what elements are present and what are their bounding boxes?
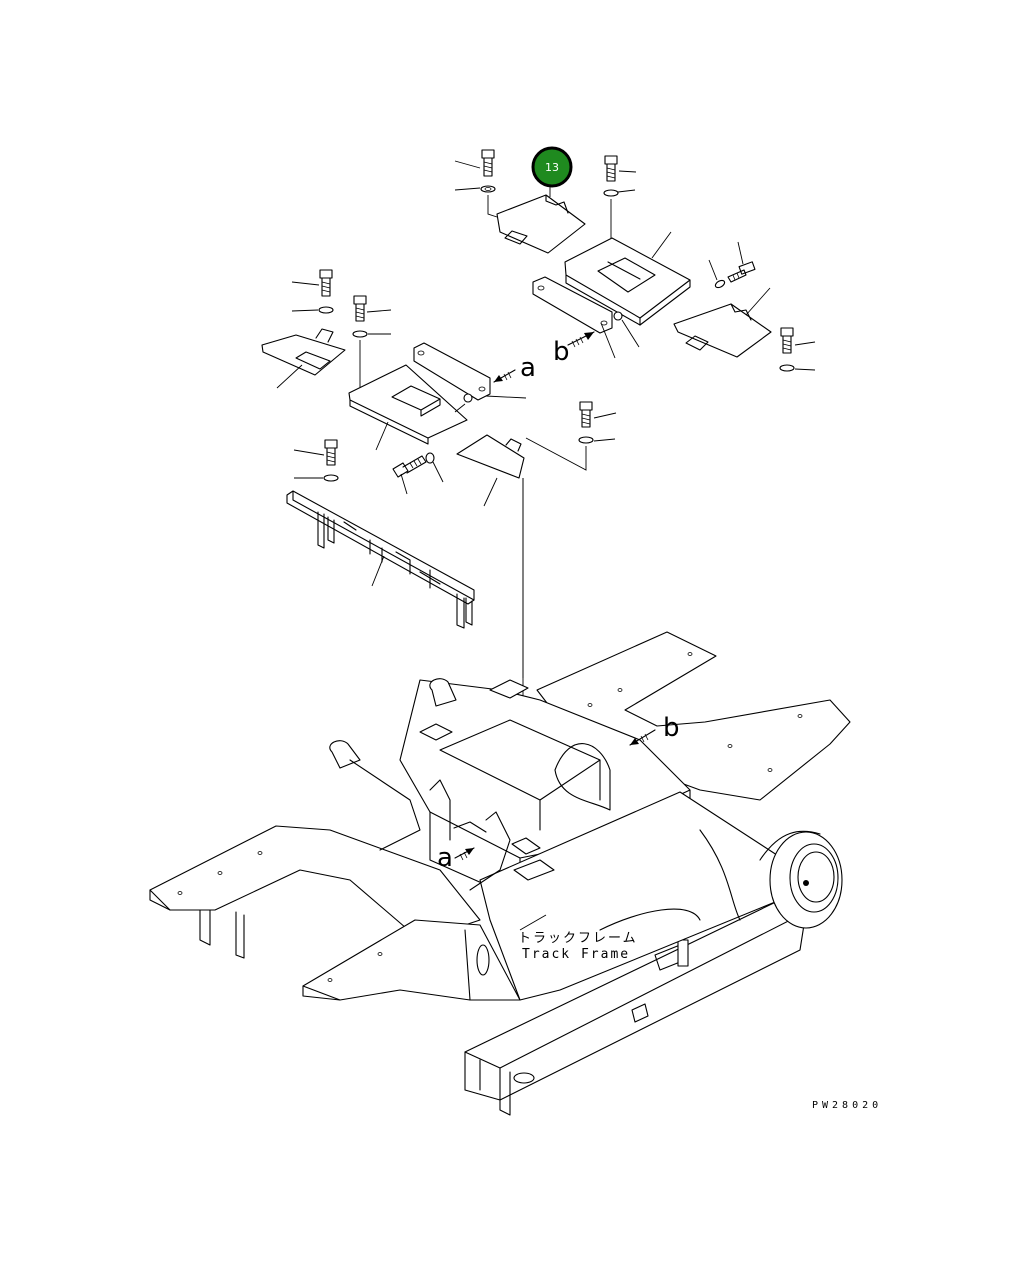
ref-letter-b-lower: b <box>663 713 680 743</box>
bolt-rail <box>293 439 339 482</box>
callout-number: 13 <box>545 161 559 174</box>
left-main-cover <box>348 364 468 451</box>
bolt-top-right <box>603 155 637 250</box>
bolt-left-1 <box>291 269 334 314</box>
bolt-right-side <box>708 241 756 289</box>
arrow-b-upper: b <box>553 331 595 367</box>
caption-english: Track Frame <box>522 947 630 962</box>
callout-13-badge[interactable]: 13 <box>531 146 573 188</box>
center-small-plate <box>456 434 525 678</box>
caption-japanese: トラックフレーム <box>518 931 638 946</box>
hinge-bar-left <box>413 342 527 413</box>
hinge-bar-right <box>532 276 640 359</box>
bolt-left-2 <box>352 295 392 390</box>
bolt-center-horizontal <box>392 452 444 495</box>
left-rail-bracket <box>286 490 475 629</box>
top-cover-plate <box>496 194 586 254</box>
track-frame-caption: トラックフレーム Track Frame <box>518 914 638 962</box>
ref-letter-a-upper: a <box>520 353 536 383</box>
arrow-a-upper: a <box>493 353 536 383</box>
ref-letter-b-upper: b <box>553 337 570 367</box>
left-small-cover <box>261 328 346 389</box>
track-frame <box>149 631 851 1116</box>
bolt-top-left <box>454 149 498 218</box>
ref-letter-a-lower: a <box>437 843 453 873</box>
drawing-code: PW28020 <box>812 1100 882 1111</box>
bolt-right-lower <box>779 327 816 372</box>
arrow-b-lower: b <box>629 713 680 746</box>
right-small-cover <box>673 287 772 358</box>
arrow-a-lower: a <box>437 843 475 873</box>
callout-badge-circle <box>531 146 573 188</box>
upper-right-cover <box>564 231 691 326</box>
bolt-center-right <box>525 401 617 471</box>
